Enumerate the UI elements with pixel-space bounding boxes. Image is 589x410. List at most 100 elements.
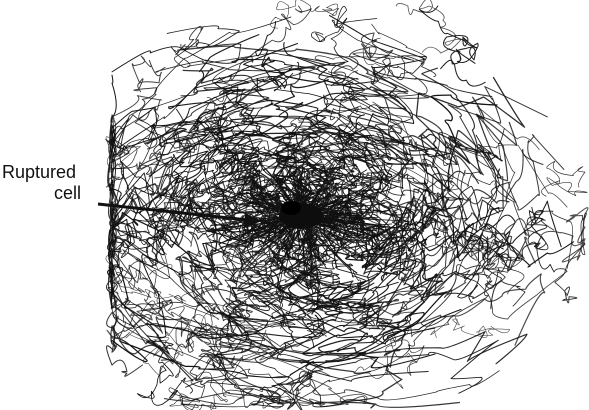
dna-strand: [489, 252, 522, 270]
dna-strand: [306, 229, 320, 259]
dna-strand: [436, 230, 498, 261]
dna-strand: [318, 229, 365, 257]
dna-strand: [333, 32, 394, 85]
dna-strand: [295, 64, 430, 205]
dna-strand: [289, 370, 368, 408]
dna-strand: [315, 226, 355, 244]
dna-strand: [250, 387, 303, 410]
dna-strand: [325, 211, 346, 216]
dna-strand: [221, 329, 273, 400]
dna-strand: [111, 203, 130, 259]
dna-strand: [226, 56, 329, 208]
dna-strand: [175, 97, 228, 154]
dna-strand: [231, 229, 285, 277]
dna-strand: [273, 232, 294, 258]
dna-strand: [322, 203, 385, 211]
dna-strand: [163, 223, 327, 402]
dna-strand: [311, 197, 525, 259]
dna-strand: [314, 142, 410, 212]
dna-strand: [316, 169, 368, 204]
dna-strand: [312, 228, 336, 252]
dna-strand: [294, 179, 303, 202]
dna-strand: [297, 231, 300, 251]
dna-strand: [189, 88, 246, 137]
dna-strand: [206, 180, 284, 213]
dna-strand: [302, 232, 321, 289]
dna-strand: [382, 55, 437, 81]
arrow-head: [244, 213, 262, 228]
arrow-shaft: [97, 202, 249, 222]
dna-strand: [242, 230, 289, 277]
dna-strand: [541, 160, 588, 197]
ruptured-cell-core: [281, 201, 301, 215]
dna-strand: [105, 136, 141, 211]
dna-strand: [260, 232, 292, 269]
dna-strand: [308, 143, 495, 212]
dna-strand: [503, 207, 589, 263]
dna-strand: [191, 223, 313, 393]
dna-strand: [312, 201, 399, 311]
dna-strand: [106, 312, 144, 377]
dna-strand: [111, 161, 170, 225]
dna-strand: [187, 55, 287, 211]
dna-strand: [206, 303, 282, 385]
dna-strand: [263, 224, 288, 244]
dna-strand: [311, 132, 573, 269]
dna-strand: [121, 220, 315, 398]
dna-strand: [319, 225, 372, 239]
dna-strand: [206, 225, 287, 256]
dna-strand: [456, 207, 516, 250]
dna-strand: [208, 199, 280, 210]
dna-strand: [295, 226, 448, 296]
dna-strand: [285, 166, 299, 201]
dna-strand: [175, 326, 279, 368]
dna-strand: [251, 190, 281, 207]
dna-strand: [306, 227, 319, 293]
dna-strand: [238, 210, 281, 216]
dna-strand: [320, 200, 358, 211]
dna-strand: [197, 222, 280, 233]
dna-strand: [495, 206, 545, 258]
dna-strand: [320, 210, 387, 214]
dna-strand: [526, 216, 578, 304]
dna-strand: [349, 300, 413, 331]
dna-strand: [317, 223, 355, 239]
dna-strand: [256, 369, 316, 405]
dna-strand: [299, 176, 304, 198]
dna-strand: [376, 319, 425, 376]
dna-strand: [305, 67, 493, 211]
dna-strand: [151, 262, 196, 302]
dna-strand: [307, 101, 426, 210]
dna-strand: [299, 181, 302, 201]
dna-strand: [263, 196, 278, 209]
dna-strand: [307, 227, 352, 271]
dna-strand: [320, 220, 395, 229]
dna-strand: [204, 211, 278, 215]
dna-strand: [271, 228, 406, 408]
dna-strand: [259, 224, 290, 239]
dna-strand: [443, 34, 486, 87]
dna-strand: [313, 229, 358, 274]
dna-strand: [175, 212, 461, 409]
dna-strand: [169, 322, 238, 378]
dna-strand: [166, 25, 331, 218]
dna-strand: [125, 306, 219, 356]
dna-strand: [145, 225, 317, 382]
dna-strand: [305, 232, 324, 264]
dna-strand: [270, 0, 339, 29]
dna-strand: [317, 148, 544, 247]
dna-strand: [307, 232, 329, 256]
dna-strand: [307, 234, 327, 265]
dna-strand: [317, 185, 439, 226]
dna-strand: [322, 210, 364, 216]
dna-strand: [304, 231, 312, 287]
dna-strand: [142, 339, 180, 376]
dna-strand: [272, 371, 322, 406]
dna-strand: [168, 371, 228, 410]
dna-strand: [395, 0, 461, 54]
dna-strand: [317, 227, 371, 264]
dna-strand: [318, 218, 376, 238]
dna-strand: [311, 163, 335, 205]
label-cell: cell: [54, 183, 81, 203]
